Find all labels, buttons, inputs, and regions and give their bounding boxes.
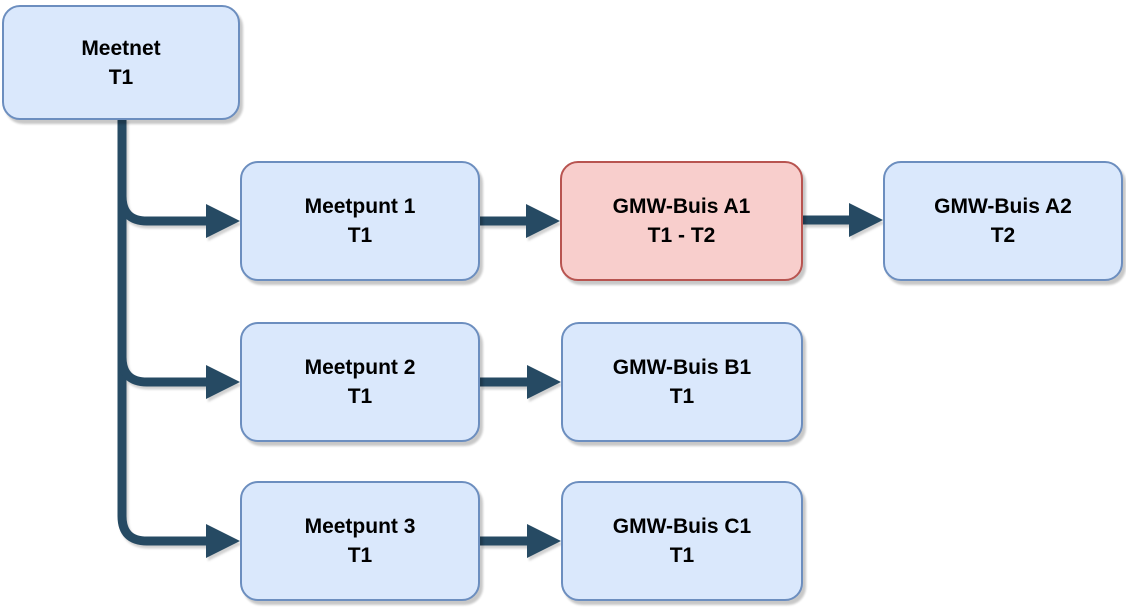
arrowhead-gmwa2 xyxy=(849,203,883,237)
node-label-line2: T1 - T2 xyxy=(647,224,716,247)
arrowhead-gmwb1 xyxy=(527,365,561,399)
arrowhead-meetpunt1 xyxy=(206,204,240,238)
node-label-line1: GMW-Buis A2 xyxy=(934,195,1072,218)
node-label-line1: Meetpunt 1 xyxy=(304,195,416,218)
edge-meetnet-meetpunt1 xyxy=(117,118,208,226)
node-gmw-buis-a1: GMW-Buis A1 T1 - T2 xyxy=(560,161,803,281)
node-label-line2: T1 xyxy=(669,544,695,567)
edge-meetnet-meetpunt3 xyxy=(117,118,208,546)
node-meetpunt-3: Meetpunt 3 T1 xyxy=(240,481,480,601)
node-gmw-buis-c1: GMW-Buis C1 T1 xyxy=(561,481,803,601)
node-label-line2: T1 xyxy=(669,385,695,408)
node-label-line1: Meetnet xyxy=(81,36,161,60)
arrowhead-meetpunt2 xyxy=(206,365,240,399)
node-label-line1: Meetpunt 3 xyxy=(304,515,416,538)
node-label-line2: T1 xyxy=(347,224,373,247)
node-label-line2: T1 xyxy=(347,544,373,567)
arrowhead-gmwa1 xyxy=(526,204,560,238)
node-label-line2: T1 xyxy=(108,65,134,89)
arrowhead-gmwc1 xyxy=(527,524,561,558)
node-label-line2: T2 xyxy=(990,224,1016,247)
arrowhead-meetpunt3 xyxy=(206,524,240,558)
node-label-line1: GMW-Buis A1 xyxy=(612,195,751,218)
node-meetnet: Meetnet T1 xyxy=(2,5,240,120)
node-label-line2: T1 xyxy=(347,385,373,408)
node-gmw-buis-b1: GMW-Buis B1 T1 xyxy=(561,322,803,442)
edge-meetnet-meetpunt2 xyxy=(117,118,208,387)
node-meetpunt-1: Meetpunt 1 T1 xyxy=(240,161,480,281)
node-label-line1: GMW-Buis C1 xyxy=(612,515,752,538)
node-gmw-buis-a2: GMW-Buis A2 T2 xyxy=(883,161,1123,281)
node-label-line1: Meetpunt 2 xyxy=(304,356,416,379)
node-meetpunt-2: Meetpunt 2 T1 xyxy=(240,322,480,442)
node-label-line1: GMW-Buis B1 xyxy=(612,356,752,379)
